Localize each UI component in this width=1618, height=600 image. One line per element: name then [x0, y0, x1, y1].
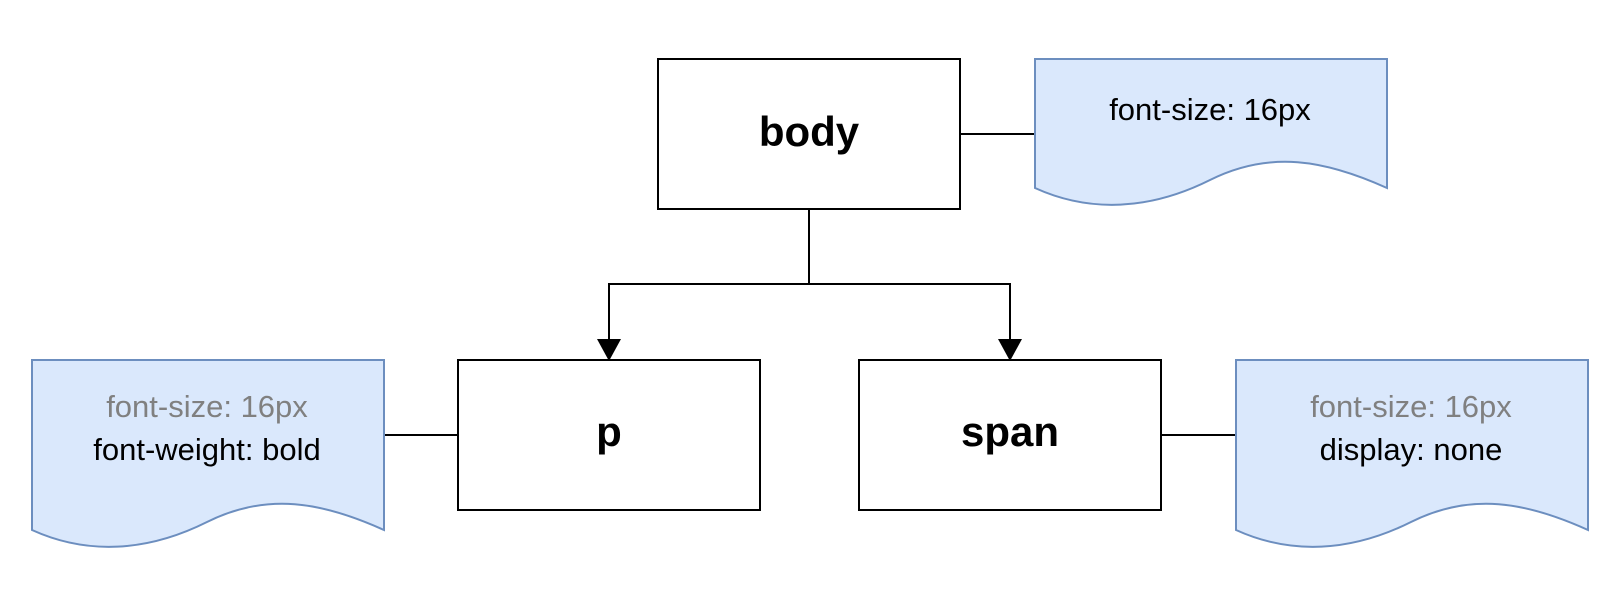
note-span-line-1: font-size: 16px: [1310, 389, 1512, 424]
note-span-line-2: display: none: [1320, 432, 1503, 467]
node-p-label: p: [596, 408, 622, 455]
note-span-shape: [1235, 359, 1589, 548]
node-body-box: [657, 58, 961, 210]
note-body-shape: [1034, 58, 1388, 206]
note-p-shape: [31, 359, 385, 548]
note-body: font-size: 16px: [1034, 58, 1388, 206]
node-span-box: [858, 359, 1162, 511]
note-p-line-1: font-size: 16px: [106, 389, 308, 424]
connectors: [384, 133, 1236, 436]
connector-body-to-span: [809, 283, 1011, 342]
arrowhead-to-span: [998, 339, 1022, 361]
note-body-line-1: font-size: 16px: [1109, 92, 1311, 127]
note-p-line-2: font-weight: bold: [93, 432, 320, 467]
node-p: p: [457, 359, 761, 511]
node-body-label: body: [759, 108, 860, 155]
note-p: font-size: 16px font-weight: bold: [31, 359, 385, 548]
arrowhead-to-p: [597, 339, 621, 361]
node-body: body: [657, 58, 961, 210]
note-span: font-size: 16px display: none: [1235, 359, 1589, 548]
node-span: span: [858, 359, 1162, 511]
node-span-label: span: [961, 408, 1059, 455]
connector-body-to-p: [608, 209, 810, 342]
node-p-box: [457, 359, 761, 511]
